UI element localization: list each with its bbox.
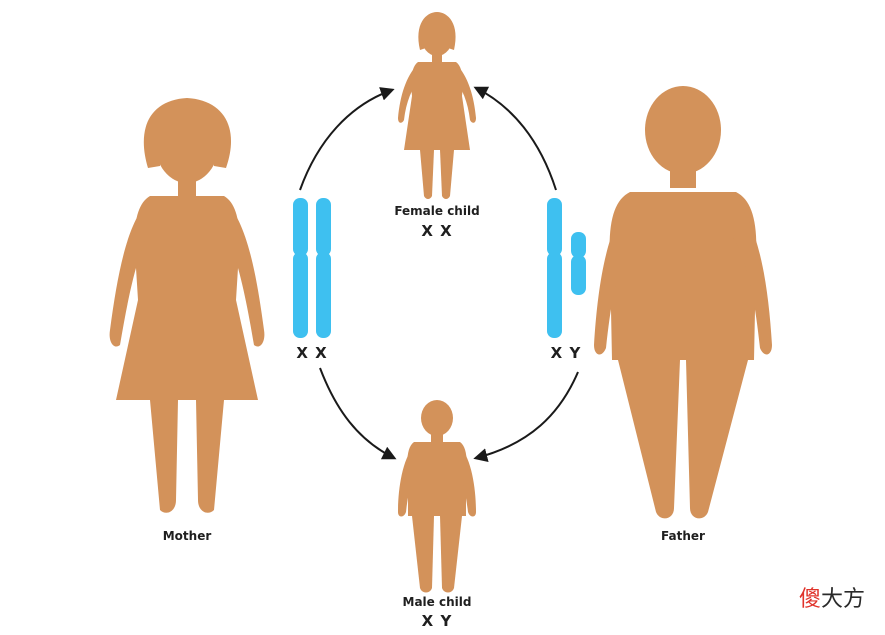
mother-chromosome-x2-lower — [316, 252, 331, 338]
female-child-chromosome-label: X X — [421, 222, 453, 240]
mother-chromosomes — [293, 198, 331, 338]
male-child-figure — [398, 400, 476, 593]
mother-chromosome-x1-upper — [293, 198, 308, 256]
mother-figure — [109, 98, 265, 513]
father-chromosomes — [547, 198, 586, 338]
mother-chromosome-x2-upper — [316, 198, 331, 256]
mother-chromosome-label: X X — [296, 344, 328, 362]
arrow-mother-to-male-child — [319, 367, 397, 460]
father-chromosome-x-lower — [547, 252, 562, 338]
arrow-mother-to-female-child — [299, 87, 395, 191]
father-chromosome-label: X Y — [550, 344, 582, 362]
father-chromosome-x-upper — [547, 198, 562, 256]
father-figure — [594, 86, 772, 519]
inheritance-arrows — [299, 86, 579, 462]
mother-chromosome-x1-lower — [293, 252, 308, 338]
arrow-father-to-female-child — [473, 86, 557, 191]
watermark-part2: 大方 — [820, 587, 865, 612]
female-child-label: Female child — [394, 204, 480, 218]
father-chromosome-y-lower — [571, 255, 586, 295]
female-child-figure — [398, 12, 476, 199]
father-chromosome-y-upper — [571, 232, 586, 258]
male-child-chromosome-label: X Y — [421, 612, 453, 630]
arrow-father-to-male-child — [473, 371, 579, 462]
watermark-part1: 傻 — [798, 587, 821, 612]
male-child-label: Male child — [402, 595, 472, 609]
watermark-logo: 傻大方 — [799, 581, 865, 613]
mother-label: Mother — [162, 529, 212, 543]
father-label: Father — [661, 529, 705, 543]
